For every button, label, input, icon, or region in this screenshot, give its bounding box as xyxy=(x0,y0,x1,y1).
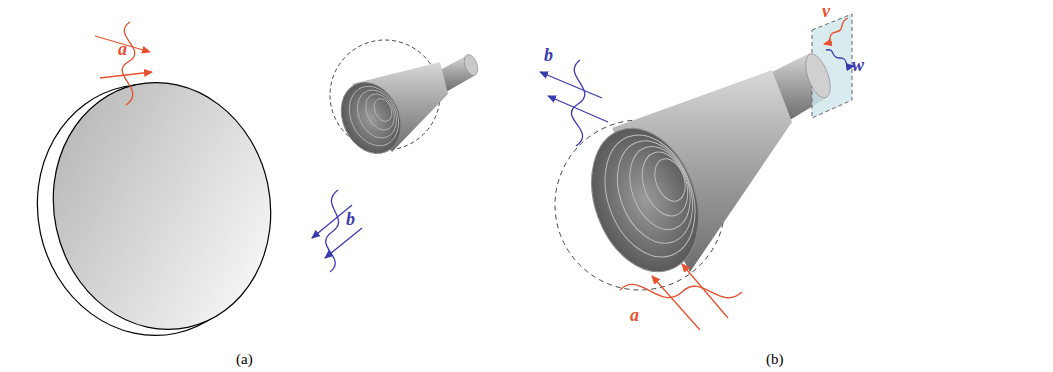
port-plane xyxy=(801,14,852,118)
horn-antenna xyxy=(330,40,480,163)
signal-label: a xyxy=(630,306,639,324)
scattered-wave xyxy=(312,190,362,272)
incident-wave xyxy=(620,264,742,330)
panel-caption: (b) xyxy=(766,352,784,367)
scattered-wave xyxy=(540,60,608,146)
horn-antenna xyxy=(555,52,826,290)
panel-caption: (a) xyxy=(236,352,253,367)
port-wave xyxy=(824,18,854,66)
signal-label: v xyxy=(822,2,830,20)
signal-label: a xyxy=(118,40,127,58)
signal-label: w xyxy=(852,56,864,74)
incident-wave xyxy=(95,22,152,105)
reflector-dish xyxy=(14,62,293,356)
signal-label: b xyxy=(544,46,553,64)
signal-label: b xyxy=(346,210,355,228)
